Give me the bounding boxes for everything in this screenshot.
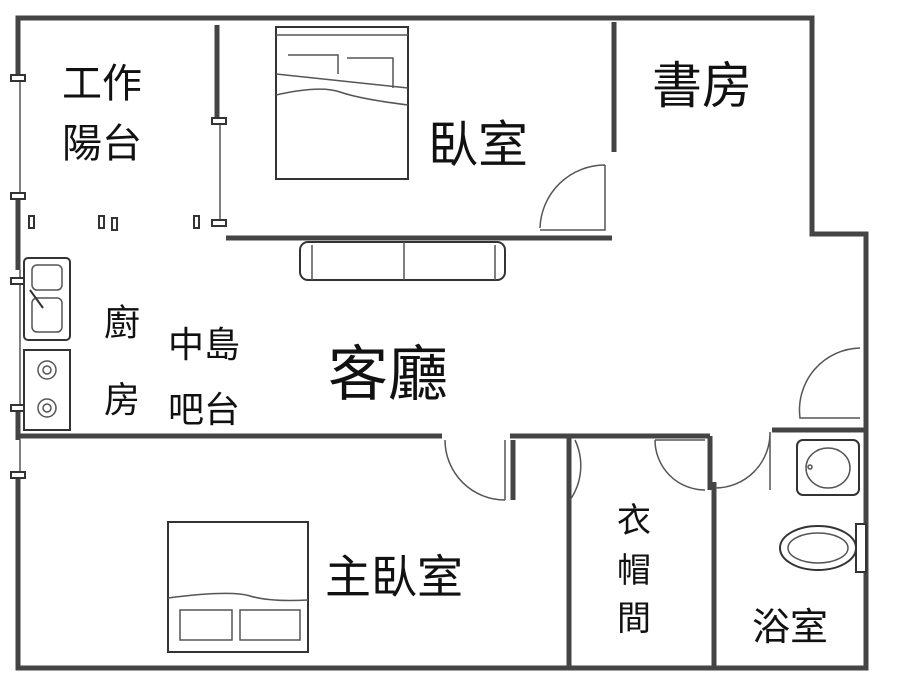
stove-icon (23, 349, 71, 431)
sink-icon (23, 257, 71, 341)
sofa-icon (299, 241, 506, 281)
label-island-bar: 吧台 (168, 390, 240, 431)
label-bedroom: 臥室 (428, 116, 528, 174)
label-walk-in-closet: 衣 (617, 501, 651, 541)
label-island-bar: 中島 (168, 325, 240, 366)
label-bathroom: 浴室 (752, 605, 828, 649)
label-balcony: 工作 (62, 61, 142, 107)
walls (15, 15, 869, 671)
windows (10, 74, 227, 479)
doors (444, 164, 861, 501)
toilet-icon (779, 523, 867, 573)
label-kitchen: 房 (104, 380, 140, 421)
label-study: 書房 (652, 57, 752, 115)
label-walk-in-closet: 間 (617, 599, 651, 639)
label-kitchen: 廚 (104, 303, 140, 344)
furniture (23, 26, 867, 653)
room-labels: 工作 陽台 臥室 書房 廚 房 中島 吧台 客廳 主臥室 衣 帽 間 浴室 (62, 57, 828, 649)
master-bed-icon (167, 521, 309, 653)
label-balcony: 陽台 (62, 121, 142, 167)
washbasin-icon (796, 439, 860, 496)
label-master-bedroom: 主臥室 (325, 550, 463, 604)
label-living-room: 客廳 (328, 340, 448, 410)
bed-icon (275, 26, 409, 180)
label-walk-in-closet: 帽 (617, 551, 651, 591)
